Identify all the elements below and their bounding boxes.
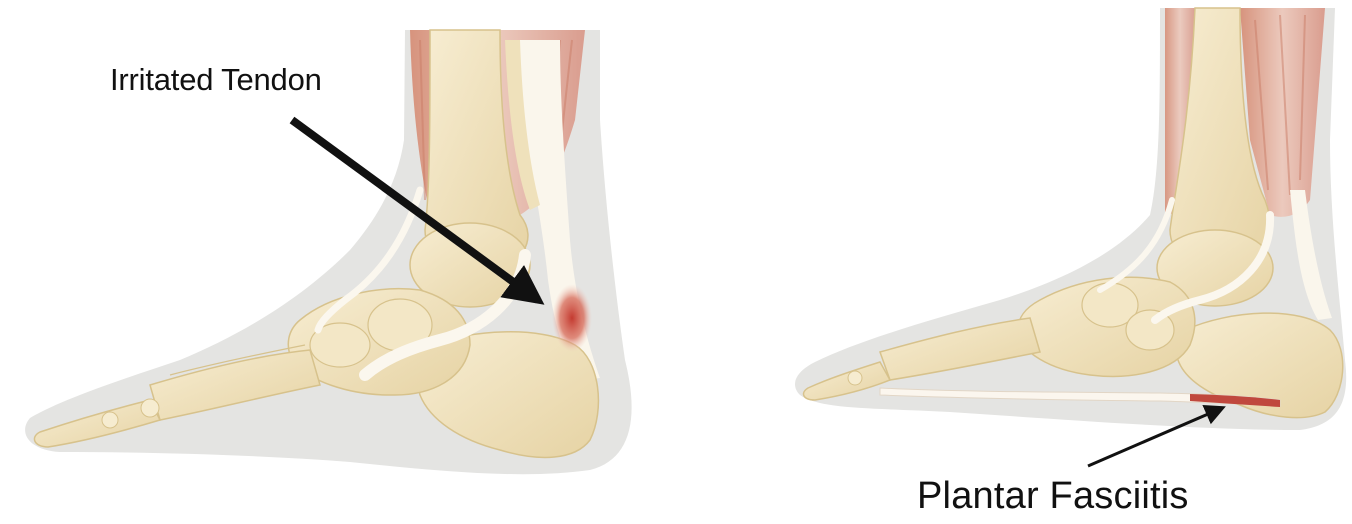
right-foot-illustration: [795, 8, 1346, 430]
plantar-fasciitis-label: Plantar Fasciitis: [917, 475, 1189, 518]
left-inflamed-tendon-area: [552, 284, 592, 352]
irritated-tendon-label: Irritated Tendon: [110, 62, 322, 98]
